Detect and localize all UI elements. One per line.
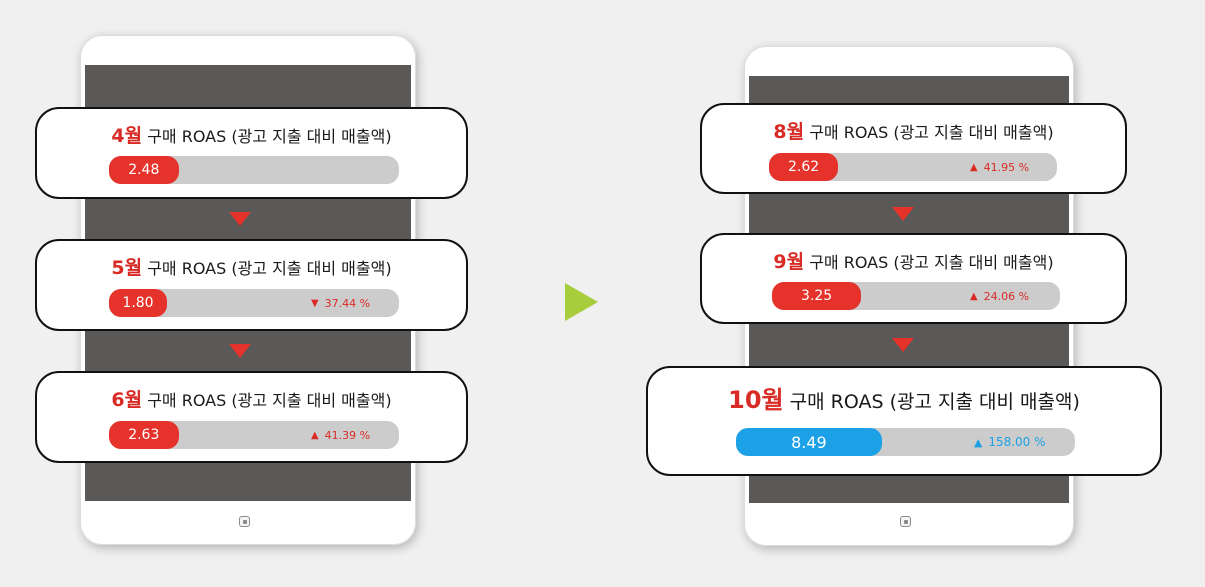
roas-card-june: 6월 구매 ROAS (광고 지출 대비 매출액) 2.63 ▲ 41.39 % — [35, 371, 468, 463]
roas-change: ▼ 37.44 % — [311, 289, 370, 317]
play-arrow-icon — [565, 283, 598, 321]
roas-value: 2.63 — [128, 427, 160, 443]
roas-bar-fill: 2.62 — [769, 153, 839, 181]
card-month: 10월 — [728, 386, 784, 414]
roas-bar-track: 1.80 ▼ 37.44 % — [109, 289, 399, 317]
roas-bar-track: 2.48 — [109, 156, 399, 184]
change-percent: 41.95 % — [983, 160, 1030, 174]
trend-up-icon: ▲ — [311, 429, 319, 441]
down-arrow-icon — [892, 207, 914, 221]
card-title-text: 구매 ROAS (광고 지출 대비 매출액) — [789, 391, 1080, 413]
roas-bar-track: 2.62 ▲ 41.95 % — [769, 153, 1057, 181]
roas-bar-track: 8.49 ▲ 158.00 % — [736, 428, 1075, 456]
card-month: 9월 — [773, 251, 805, 273]
roas-bar-fill: 1.80 — [109, 289, 167, 317]
card-title-text: 구매 ROAS (광고 지출 대비 매출액) — [809, 123, 1054, 142]
roas-change: ▲ 158.00 % — [974, 428, 1046, 456]
roas-card-october: 10월 구매 ROAS (광고 지출 대비 매출액) 8.49 ▲ 158.00… — [646, 366, 1162, 476]
trend-up-icon: ▲ — [970, 290, 978, 302]
roas-bar-fill: 2.63 — [109, 421, 179, 449]
card-month: 6월 — [111, 389, 143, 411]
card-title-text: 구매 ROAS (광고 지출 대비 매출액) — [147, 127, 392, 146]
home-button-icon — [239, 516, 250, 527]
change-percent: 37.44 % — [324, 296, 371, 310]
down-arrow-icon — [229, 344, 251, 358]
roas-card-september: 9월 구매 ROAS (광고 지출 대비 매출액) 3.25 ▲ 24.06 % — [700, 233, 1127, 324]
change-percent: 24.06 % — [983, 289, 1030, 303]
roas-value: 8.49 — [791, 432, 827, 452]
trend-up-icon: ▲ — [970, 161, 978, 173]
card-title: 9월 구매 ROAS (광고 지출 대비 매출액) — [702, 247, 1125, 274]
roas-value: 3.25 — [801, 288, 833, 304]
roas-change: ▲ 41.39 % — [311, 421, 370, 449]
card-title: 5월 구매 ROAS (광고 지출 대비 매출액) — [37, 253, 466, 280]
card-month: 8월 — [773, 121, 805, 143]
trend-up-icon: ▲ — [974, 435, 983, 449]
card-title: 10월 구매 ROAS (광고 지출 대비 매출액) — [648, 380, 1160, 415]
card-title-text: 구매 ROAS (광고 지출 대비 매출액) — [147, 259, 392, 278]
roas-bar-fill: 2.48 — [109, 156, 179, 184]
card-title-text: 구매 ROAS (광고 지출 대비 매출액) — [809, 253, 1054, 272]
home-button-icon — [900, 516, 911, 527]
roas-card-august: 8월 구매 ROAS (광고 지출 대비 매출액) 2.62 ▲ 41.95 % — [700, 103, 1127, 194]
change-percent: 41.39 % — [324, 428, 371, 442]
card-month: 5월 — [111, 257, 143, 279]
card-title: 8월 구매 ROAS (광고 지출 대비 매출액) — [702, 117, 1125, 144]
roas-value: 2.48 — [128, 162, 160, 178]
roas-bar-fill: 8.49 — [736, 428, 882, 456]
card-title: 4월 구매 ROAS (광고 지출 대비 매출액) — [37, 121, 466, 148]
roas-bar-track: 3.25 ▲ 24.06 % — [772, 282, 1060, 310]
roas-change: ▲ 41.95 % — [970, 153, 1029, 181]
card-title-text: 구매 ROAS (광고 지출 대비 매출액) — [147, 391, 392, 410]
roas-card-april: 4월 구매 ROAS (광고 지출 대비 매출액) 2.48 — [35, 107, 468, 199]
down-arrow-icon — [229, 212, 251, 226]
change-percent: 158.00 % — [988, 435, 1046, 449]
card-title: 6월 구매 ROAS (광고 지출 대비 매출액) — [37, 385, 466, 412]
trend-down-icon: ▼ — [311, 297, 319, 309]
card-month: 4월 — [111, 125, 143, 147]
roas-value: 2.62 — [787, 159, 820, 175]
roas-change: ▲ 24.06 % — [970, 282, 1029, 310]
down-arrow-icon — [892, 338, 914, 352]
roas-bar-track: 2.63 ▲ 41.39 % — [109, 421, 399, 449]
roas-value: 1.80 — [122, 295, 154, 311]
roas-card-may: 5월 구매 ROAS (광고 지출 대비 매출액) 1.80 ▼ 37.44 % — [35, 239, 468, 331]
roas-bar-fill: 3.25 — [772, 282, 862, 310]
